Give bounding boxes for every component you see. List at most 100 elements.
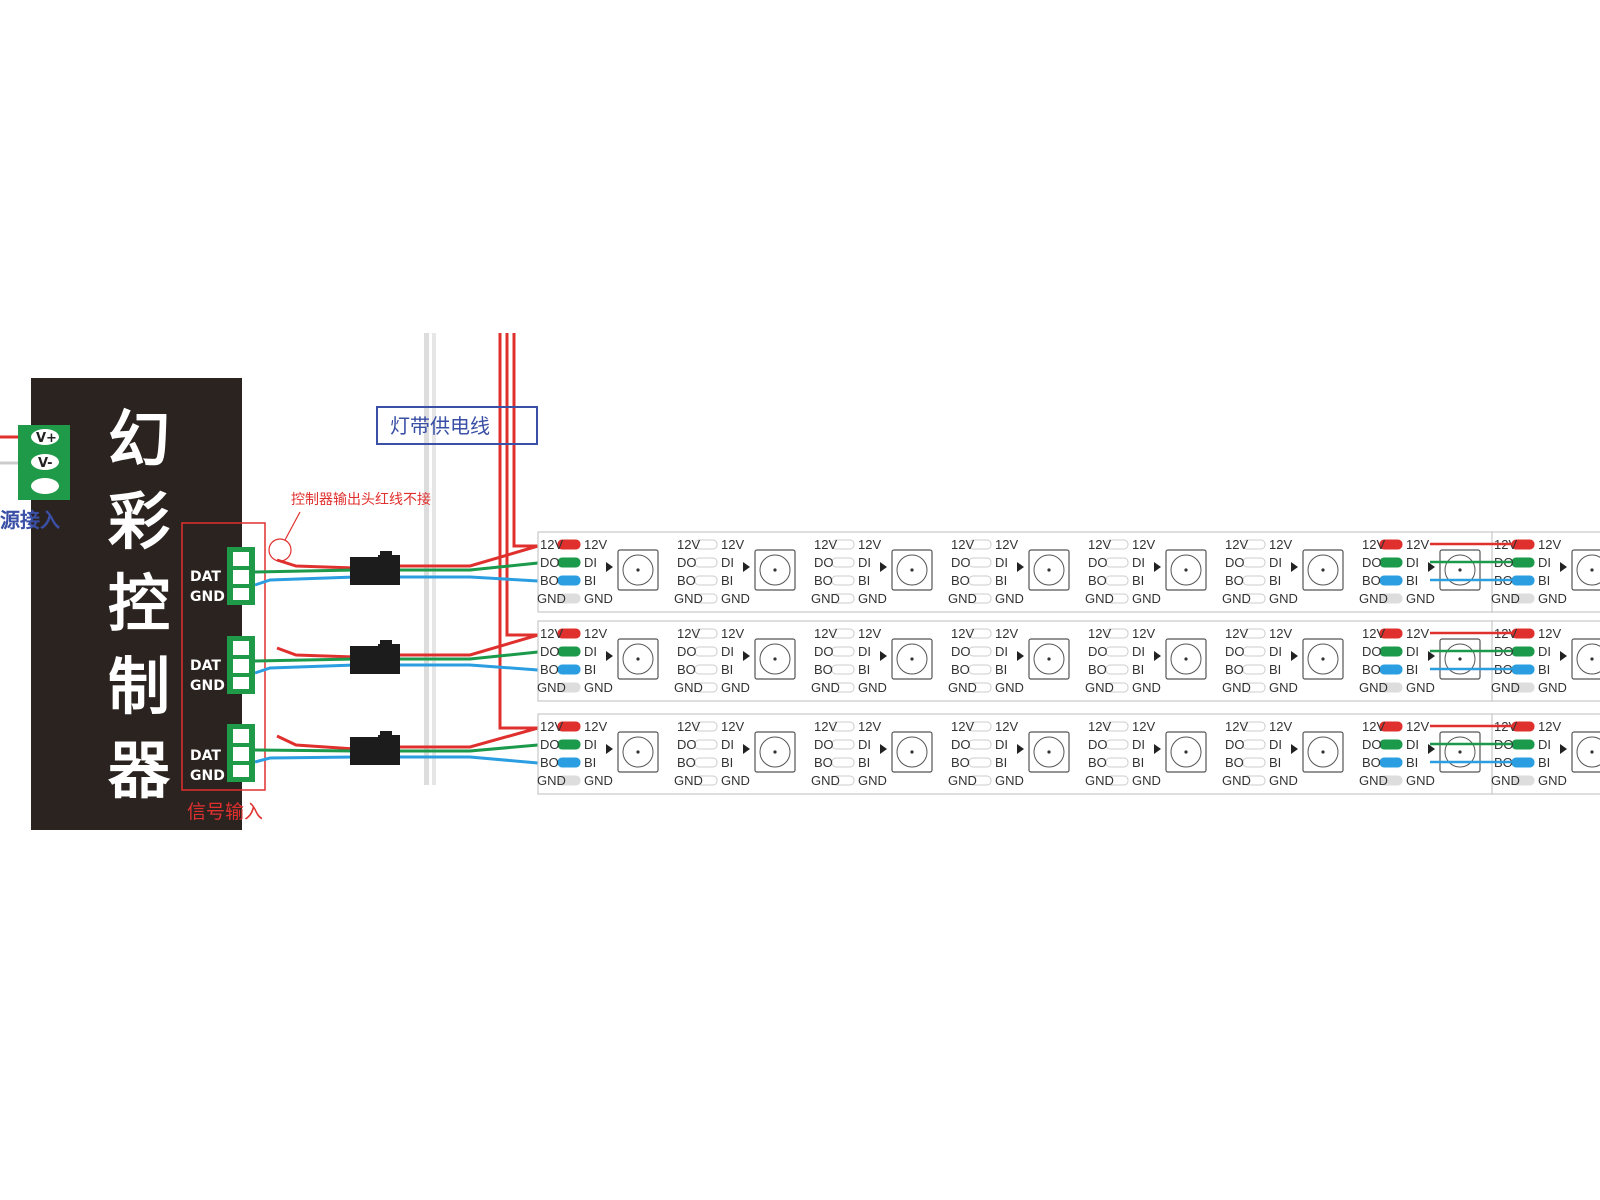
- pin-label: BI: [721, 755, 733, 770]
- port-3: DAT GND: [190, 724, 255, 784]
- port-dat-label: DAT: [190, 748, 221, 764]
- pin-label: BI: [1132, 755, 1144, 770]
- pin-label: BO: [1362, 662, 1381, 677]
- solder-pad: [557, 721, 581, 732]
- led-center: [636, 750, 640, 754]
- solder-pad: [557, 557, 581, 568]
- pin-label: 12V: [721, 537, 744, 552]
- solder-pad: [694, 593, 718, 604]
- led-lens: [1576, 736, 1600, 768]
- solder-pad: [1379, 575, 1403, 586]
- led-center: [1184, 657, 1188, 661]
- led-lens: [622, 643, 654, 675]
- pin-label: GND: [1085, 680, 1114, 695]
- pin-label: 12V: [584, 719, 607, 734]
- led-center: [1590, 568, 1594, 572]
- controller-title: 幻 彩 控 制 器: [108, 403, 171, 807]
- led-center: [1458, 657, 1462, 661]
- solder-pad: [1105, 557, 1129, 568]
- solder-pad: [1105, 739, 1129, 750]
- led-center: [910, 750, 914, 754]
- solder-pad: [1105, 575, 1129, 586]
- solder-pad: [1511, 557, 1535, 568]
- strip-body: [1491, 620, 1600, 702]
- pin-label: BI: [858, 662, 870, 677]
- arrow-icon: [1154, 744, 1161, 754]
- solder-pad: [1379, 757, 1403, 768]
- pin-label: DI: [1406, 555, 1419, 570]
- pin-label: 12V: [995, 537, 1018, 552]
- solder-pad: [557, 539, 581, 550]
- solder-pad: [831, 593, 855, 604]
- pin-label: DI: [1132, 555, 1145, 570]
- pin-label: BO: [677, 755, 696, 770]
- pin-label: DO: [1088, 555, 1108, 570]
- connector-2: [350, 640, 400, 674]
- pin-label: GND: [1085, 591, 1114, 606]
- pin-label: DI: [1538, 555, 1551, 570]
- pin-label: DI: [1132, 644, 1145, 659]
- arrow-icon: [880, 744, 887, 754]
- solder-pad: [557, 628, 581, 639]
- led-center: [1321, 657, 1325, 661]
- pin-label: DI: [721, 555, 734, 570]
- controller-title-char: 彩: [108, 485, 170, 558]
- solder-pad: [831, 575, 855, 586]
- pin-label: 12V: [1406, 537, 1429, 552]
- pin-label: DO: [814, 555, 834, 570]
- solder-pad: [968, 557, 992, 568]
- arrow-icon: [1291, 562, 1298, 572]
- grey-rail: [432, 333, 436, 785]
- solder-pad: [1105, 646, 1129, 657]
- pin-label: GND: [674, 591, 703, 606]
- pin-label: GND: [1538, 591, 1567, 606]
- solder-pad: [1105, 628, 1129, 639]
- solder-pad: [968, 757, 992, 768]
- cable-set-3: [254, 726, 539, 765]
- pin-label: BO: [540, 573, 559, 588]
- pin-label: BI: [858, 573, 870, 588]
- led-lens: [1170, 643, 1202, 675]
- pin-label: 12V: [540, 626, 563, 641]
- led-center: [1047, 568, 1051, 572]
- solder-pad: [968, 539, 992, 550]
- arrow-icon: [606, 651, 613, 661]
- solder-pad: [1242, 682, 1266, 693]
- pin-label: DO: [677, 644, 697, 659]
- led-chip: [1571, 731, 1600, 773]
- solder-pad: [1511, 646, 1535, 657]
- pin-label: BI: [584, 573, 596, 588]
- pin-label: DI: [995, 644, 1008, 659]
- pin-label: 12V: [1538, 719, 1561, 734]
- solder-pad: [557, 575, 581, 586]
- pin-label: 12V: [1269, 719, 1292, 734]
- pin-label: 12V: [1132, 719, 1155, 734]
- strip-power-label: 灯带供电线: [376, 406, 538, 445]
- pin-label: 12V: [858, 719, 881, 734]
- pin-label: 12V: [1538, 537, 1561, 552]
- led-strips: 12V 12V DO DI BO BI GND GND 12V 12V DO DI BO BI GND GND…: [537, 531, 1600, 795]
- solder-pad: [1379, 557, 1403, 568]
- pin-label: BI: [858, 755, 870, 770]
- pin-label: 12V: [858, 626, 881, 641]
- solder-pad: [831, 557, 855, 568]
- cable-set-2: [254, 633, 539, 675]
- pin-label: DI: [721, 737, 734, 752]
- pin-label: GND: [858, 591, 887, 606]
- pin-label: BO: [677, 662, 696, 677]
- solder-pad: [1511, 664, 1535, 675]
- controller-title-char: 控: [108, 567, 170, 640]
- solder-pad: [1242, 646, 1266, 657]
- led-center: [910, 657, 914, 661]
- pin-label: DI: [858, 555, 871, 570]
- led-lens: [1307, 643, 1339, 675]
- solder-pad: [1242, 775, 1266, 786]
- solder-pad: [1105, 721, 1129, 732]
- arrow-icon: [743, 562, 750, 572]
- arrow-icon: [1428, 744, 1435, 754]
- pin-label: DO: [1088, 644, 1108, 659]
- solder-pad: [968, 664, 992, 675]
- pin-label: 12V: [540, 719, 563, 734]
- pin-label: DO: [677, 737, 697, 752]
- pin-label: DO: [814, 644, 834, 659]
